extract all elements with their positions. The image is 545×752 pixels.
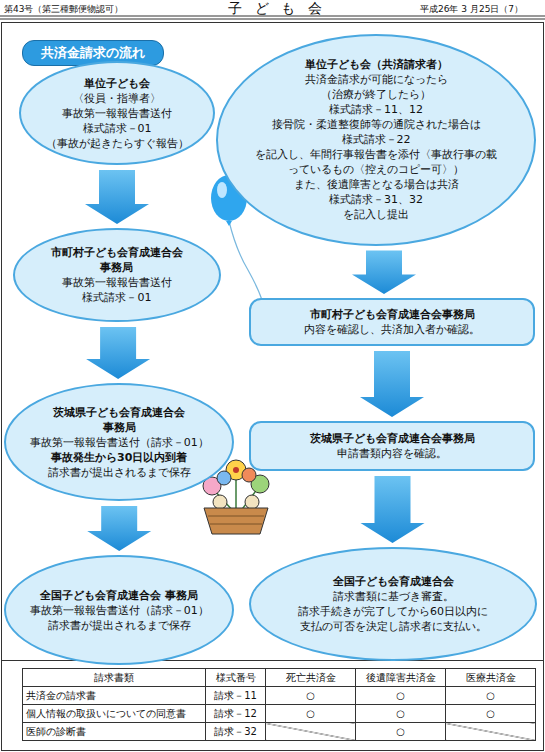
table-cell: ○ <box>446 705 536 723</box>
table-cell: 個人情報の取扱いについての同意書 <box>23 705 206 723</box>
node-text: （治療が終了したら） <box>321 87 431 102</box>
balloon-string <box>229 221 262 300</box>
table-row: 医師の診断書請求－32 ○ <box>23 723 536 741</box>
page-header: 子ども会 <box>228 0 334 16</box>
node-text: っているもの〈控えのコピー可〉） <box>288 162 464 177</box>
node-text: 様式請求－01 <box>82 290 151 305</box>
ellipse-node: 茨城県子ども会育成連合会 事務局事故第一報報告書送付（請求－01）事故発生から3… <box>4 383 234 501</box>
node-content: 全国子ども会育成連合会 事務局事故第一報報告書送付（請求－01）請求書が提出され… <box>30 588 209 633</box>
node-text: 申請書類内容を確認。 <box>337 446 447 461</box>
page-frame <box>2 23 544 751</box>
node-text: 請求書が提出されるまで保存 <box>48 465 191 480</box>
node-heading: 単位子ども会（共済請求者） <box>305 57 448 72</box>
table-cell: ○ <box>356 687 446 705</box>
block-arrow <box>87 506 151 551</box>
node-text: 事故第一報報告書送付 <box>62 275 172 290</box>
node-text: 接骨院・柔道整復師等の通院された場合は <box>272 117 481 132</box>
node-text: 内容を確認し、共済加入者か確認。 <box>304 322 480 337</box>
balloon-shine <box>217 182 227 198</box>
node-text: 〈役員・指導者〉 <box>73 91 161 106</box>
table-cell: 共済金の請求書 <box>23 687 206 705</box>
node-heading: 単位子ども会 <box>84 76 150 91</box>
table-header: 死亡共済金 <box>266 669 356 687</box>
node-content: 市町村子ども会育成連合会 事務局事故第一報報告書送付様式請求－01 <box>37 245 197 305</box>
ellipse-node: 単位子ども会（共済請求者）共済金請求が可能になったら（治療が終了したら）様式請求… <box>216 34 536 245</box>
table-header: 様式番号 <box>206 669 266 687</box>
node-content: 茨城県子ども会育成連合会事務局申請書類内容を確認。 <box>310 431 475 461</box>
node-text: 共済金請求が可能になったら <box>305 72 448 87</box>
block-arrow <box>352 251 416 294</box>
block-arrow <box>361 476 425 543</box>
node-heading: 全国子ども会育成連合会 事務局 <box>40 588 198 603</box>
node-heading: 市町村子ども会育成連合会事務局 <box>310 307 475 322</box>
node-text: 様式請求－22 <box>342 132 411 147</box>
table-header: 医療共済金 <box>446 669 536 687</box>
balloon-knot <box>226 221 232 226</box>
slashed-cell <box>266 723 356 741</box>
node-text: 支払の可否を決定し請求者に支払い。 <box>300 619 487 634</box>
table-cell: 請求－32 <box>206 723 266 741</box>
table-row: 共済金の請求書請求－11○○○ <box>23 687 536 705</box>
node-text: を記入し提出 <box>343 207 409 222</box>
node-heading: 全国子ども会育成連合会 <box>333 574 454 589</box>
node-text: 様式請求－01 <box>83 121 152 136</box>
node-heading: 茨城県子ども会育成連合会 事務局 <box>39 405 199 435</box>
node-text: 事故第一報報告書送付 <box>62 106 172 121</box>
process-box: 市町村子ども会育成連合会事務局内容を確認し、共済加入者か確認。 <box>249 298 535 346</box>
node-heading: 市町村子ども会育成連合会 事務局 <box>37 245 197 275</box>
node-text: 請求手続きが完了してから60日以内に <box>298 604 488 619</box>
table-cell: ○ <box>266 687 356 705</box>
node-text: 請求書が提出されるまで保存 <box>48 618 191 633</box>
ellipse-node: 単位子ども会〈役員・指導者〉事故第一報報告書送付様式請求－01（事故が起きたらす… <box>19 61 215 165</box>
slashed-cell <box>446 723 536 741</box>
table-row: 個人情報の取扱いについての同意書請求－12○○○ <box>23 705 536 723</box>
ellipse-node: 全国子ども会育成連合会請求書類に基づき審査。請求手続きが完了してから60日以内に… <box>249 547 537 661</box>
node-text: 事故第一報報告書送付（請求－01） <box>30 603 209 618</box>
table-cell: 請求－11 <box>206 687 266 705</box>
node-text: を記入し、年間行事報告書を添付〈事故行事の載 <box>255 147 497 162</box>
node-text: 様式請求－11、12 <box>329 102 423 117</box>
table-cell: 医師の診断書 <box>23 723 206 741</box>
table-cell: 請求－12 <box>206 705 266 723</box>
forms-table: 請求書類様式番号死亡共済金後遺障害共済金医療共済金共済金の請求書請求－11○○○… <box>22 668 536 741</box>
table-row: 請求書類様式番号死亡共済金後遺障害共済金医療共済金 <box>23 669 536 687</box>
node-text: 事故第一報報告書送付（請求－01） <box>30 435 209 450</box>
block-arrow <box>360 351 424 417</box>
table-cell: ○ <box>356 723 446 741</box>
table-header: 後遺障害共済金 <box>356 669 446 687</box>
header-rule <box>0 19 545 20</box>
ellipse-node: 市町村子ども会育成連合会 事務局事故第一報報告書送付様式請求－01 <box>13 228 220 322</box>
node-content: 単位子ども会〈役員・指導者〉事故第一報報告書送付様式請求－01（事故が起きたらす… <box>46 76 189 151</box>
node-text: 請求書類に基づき審査。 <box>333 589 454 604</box>
node-heading: 茨城県子ども会育成連合会事務局 <box>310 431 475 446</box>
node-content: 市町村子ども会育成連合会事務局内容を確認し、共済加入者か確認。 <box>304 307 480 337</box>
table-header: 請求書類 <box>23 669 206 687</box>
node-text: また、後遺障害となる場合は共済 <box>294 177 459 192</box>
node-text: （事故が起きたらすぐ報告） <box>46 136 189 151</box>
node-content: 茨城県子ども会育成連合会 事務局事故第一報報告書送付（請求－01）事故発生から3… <box>30 405 209 480</box>
block-arrow <box>85 170 149 224</box>
table-cell: ○ <box>266 705 356 723</box>
block-arrow <box>86 327 150 379</box>
page-header: 第43号（第三種郵便物認可） <box>4 3 123 15</box>
process-box: 茨城県子ども会育成連合会事務局申請書類内容を確認。 <box>249 421 535 471</box>
table-cell: ○ <box>446 687 536 705</box>
node-text: 事故発生から30日以内到着 <box>51 450 187 465</box>
node-content: 全国子ども会育成連合会請求書類に基づき審査。請求手続きが完了してから60日以内に… <box>298 574 488 634</box>
node-content: 単位子ども会（共済請求者）共済金請求が可能になったら（治療が終了したら）様式請求… <box>255 57 497 222</box>
ellipse-node: 全国子ども会育成連合会 事務局事故第一報報告書送付（請求－01）請求書が提出され… <box>4 555 234 665</box>
node-text: 様式請求－31、32 <box>329 192 423 207</box>
table-cell: ○ <box>356 705 446 723</box>
page-header: 平成26年 3 月25日（7） <box>420 3 523 15</box>
